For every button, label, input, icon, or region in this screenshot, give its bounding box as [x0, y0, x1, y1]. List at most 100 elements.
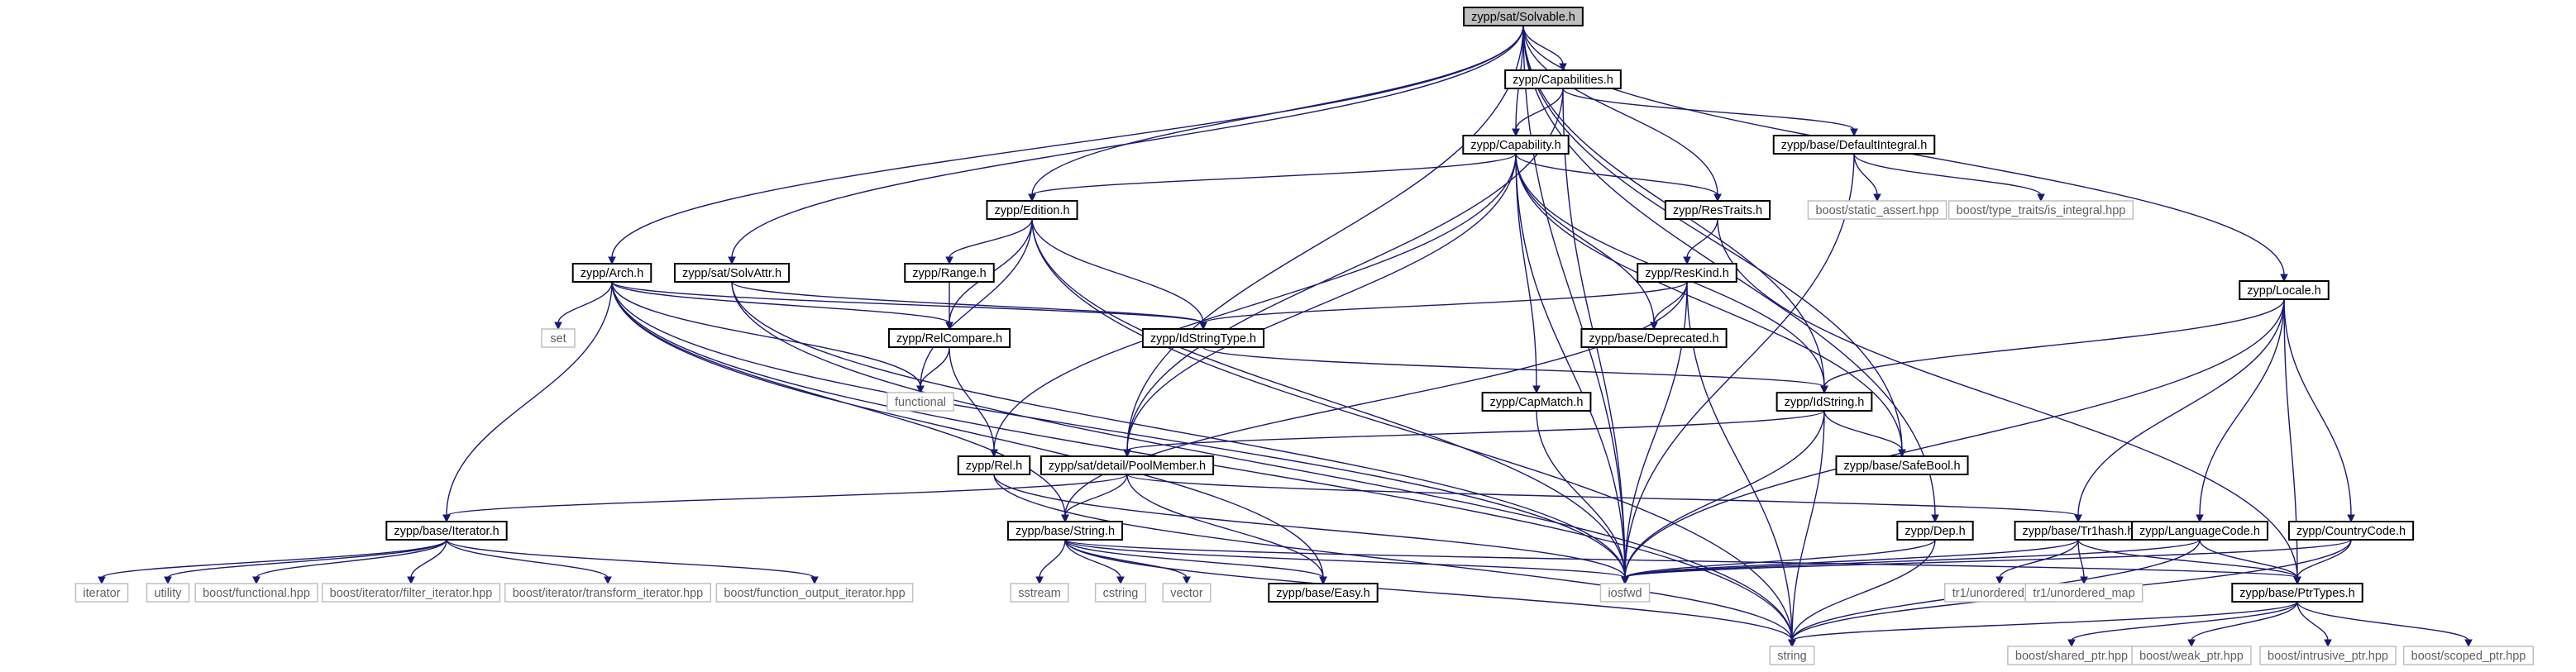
arrowhead [442, 514, 451, 523]
node-box [571, 263, 652, 283]
edge-iterator_h-to-iterator [101, 539, 447, 579]
edge-relcompare-to-functional [920, 346, 950, 388]
node-restraits[interactable]: zypp/ResTraits.h [1664, 200, 1771, 220]
node-label: zypp/base/SafeBool.h [1843, 460, 1960, 473]
node-solvable[interactable]: zypp/sat/Solvable.h [1463, 7, 1584, 26]
node-box [986, 200, 1078, 220]
node-dep[interactable]: zypp/Dep.h [1896, 521, 1974, 541]
node-capability[interactable]: zypp/Capability.h [1462, 135, 1570, 155]
edge-solvable-to-restraits [1522, 25, 1718, 196]
edge-arch-to-iosfwd [611, 281, 1626, 579]
arrowhead [252, 576, 260, 585]
node-arch[interactable]: zypp/Arch.h [571, 263, 652, 283]
node-box [887, 392, 954, 412]
edge-edition-to-idstringtype [1031, 218, 1204, 324]
node-reskind[interactable]: zypp/ResKind.h [1637, 263, 1737, 283]
arrowhead [1820, 385, 1828, 394]
arrowhead [945, 322, 953, 331]
node-label: utility [154, 587, 182, 600]
node-cstring: cstring [1094, 583, 1147, 603]
edge-defaultintegral-to-static_assert [1853, 153, 1878, 196]
node-label: zypp/CapMatch.h [1490, 396, 1584, 409]
node-transform-iterator: boost/iterator/transform_iterator.hpp [504, 583, 712, 603]
node-poolmember[interactable]: zypp/sat/detail/PoolMember.h [1039, 455, 1215, 475]
edge-solvattr-to-string [731, 281, 1793, 641]
node-label: sstream [1018, 587, 1061, 600]
node-edition[interactable]: zypp/Edition.h [986, 200, 1078, 220]
edge-countrycode-to-iosfwd [1624, 539, 2352, 579]
node-capabilities[interactable]: zypp/Capabilities.h [1504, 69, 1622, 89]
node-label: string [1777, 650, 1806, 663]
node-label: iosfwd [1608, 587, 1642, 600]
edge-poolmember-to-tr1hash [1126, 474, 2079, 517]
arrowhead [1061, 514, 1069, 523]
node-countrycode[interactable]: zypp/CountryCode.h [2287, 521, 2415, 541]
edge-solvattr-to-idstringtype [731, 281, 1204, 324]
node-languagecode[interactable]: zypp/LanguageCode.h [2131, 521, 2268, 541]
arrowhead [1532, 385, 1541, 394]
edge-arch-to-idstringtype [611, 281, 1204, 324]
node-defaultintegral[interactable]: zypp/base/DefaultIntegral.h [1772, 135, 1936, 155]
node-label: zypp/Capability.h [1470, 139, 1560, 152]
edge-ptrtypes-to-weak_ptr [2191, 601, 2298, 641]
node-box [1162, 583, 1212, 603]
node-box [2131, 521, 2268, 541]
edge-locale-to-idstring [1823, 298, 2285, 388]
node-label: iterator [83, 587, 120, 600]
node-idstring[interactable]: zypp/IdString.h [1775, 392, 1873, 412]
node-easy[interactable]: zypp/base/Easy.h [1268, 583, 1379, 603]
edge-locale-to-languagecode [2199, 298, 2285, 517]
node-label: boost/iterator/transform_iterator.hpp [513, 587, 704, 600]
edge-poolmember-to-iterator_h [446, 474, 1128, 517]
edge-string_h-to-string [1064, 539, 1793, 641]
node-box [715, 583, 914, 603]
node-ptrtypes[interactable]: zypp/base/PtrTypes.h [2231, 583, 2363, 603]
edge-capabilities-to-capability [1515, 88, 1564, 131]
edge-iterator_h-to-bfunctional [256, 539, 447, 579]
edge-arch-to-iterator_h [446, 281, 613, 517]
edge-idstringtype-to-idstring [1202, 346, 1825, 388]
node-box [2402, 646, 2535, 665]
node-locale[interactable]: zypp/Locale.h [2239, 280, 2330, 300]
node-capmatch[interactable]: zypp/CapMatch.h [1481, 392, 1592, 412]
edge-tr1hash-to-iosfwd [1624, 539, 2079, 579]
edge-dep-to-string [1791, 539, 1936, 641]
node-utility: utility [146, 583, 190, 603]
edge-capability-to-safebool [1515, 153, 1903, 451]
node-deprecated[interactable]: zypp/base/Deprecated.h [1580, 328, 1728, 348]
node-box [2131, 646, 2252, 665]
node-unordered-map: tr1/unordered_map [2024, 583, 2143, 603]
node-label: functional [895, 396, 946, 409]
node-label: zypp/Rel.h [966, 460, 1023, 473]
node-box [2259, 646, 2397, 665]
node-iterator-h[interactable]: zypp/base/Iterator.h [385, 521, 508, 541]
edge-reskind-to-iosfwd [1624, 281, 1688, 579]
arrowhead [1319, 576, 1327, 585]
node-relcompare[interactable]: zypp/RelCompare.h [887, 328, 1011, 348]
node-range[interactable]: zypp/Range.h [904, 263, 995, 283]
node-box [1896, 521, 1974, 541]
node-idstringtype[interactable]: zypp/IdStringType.h [1141, 328, 1265, 348]
node-solvattr[interactable]: zypp/sat/SolvAttr.h [673, 263, 791, 283]
node-shared-ptr: boost/shared_ptr.hpp [2007, 646, 2136, 665]
edge-capability-to-edition [1031, 153, 1517, 196]
node-tr1hash[interactable]: zypp/base/Tr1hash.h [2014, 521, 2143, 541]
node-string-h[interactable]: zypp/base/String.h [1006, 521, 1124, 541]
edge-edition-to-range [949, 218, 1033, 259]
node-box [321, 583, 501, 603]
node-box [1772, 135, 1936, 155]
edge-iterator_h-to-filter_iterator [410, 539, 447, 579]
node-box [1637, 263, 1737, 283]
node-box [385, 521, 508, 541]
node-rel[interactable]: zypp/Rel.h [957, 455, 1031, 475]
node-box [1775, 392, 1873, 412]
node-label: set [550, 332, 566, 346]
node-safebool[interactable]: zypp/base/SafeBool.h [1835, 455, 1969, 475]
node-box [2287, 521, 2415, 541]
edge-locale-to-tr1hash [2077, 298, 2285, 517]
node-label: boost/functional.hpp [203, 587, 310, 600]
graph-nodes: zypp/sat/Solvable.h zypp/Capabilities.h zy… [74, 7, 2535, 665]
arrowhead [1512, 128, 1520, 137]
node-box [673, 263, 791, 283]
node-label: zypp/Edition.h [994, 204, 1069, 217]
